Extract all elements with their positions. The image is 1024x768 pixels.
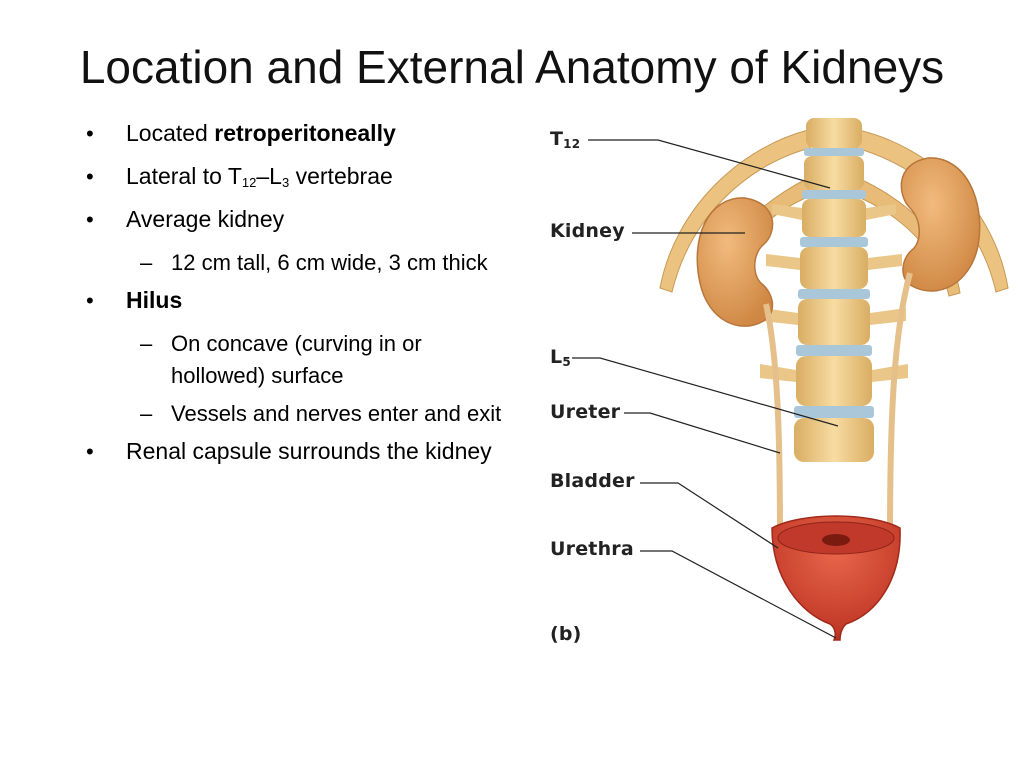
subscript: 12 — [241, 175, 257, 190]
dash-icon: – — [140, 250, 153, 275]
slide-title: Location and External Anatomy of Kidneys — [79, 41, 945, 93]
vertebral-column — [760, 118, 908, 462]
label-l5: L5 — [550, 346, 571, 368]
label-t12: T12 — [550, 128, 580, 150]
bullet-bold-text: retroperitoneally — [214, 120, 396, 146]
bullet-icon: • — [86, 164, 94, 189]
bullet-bold-text: Hilus — [126, 287, 183, 313]
dash-icon: – — [140, 331, 153, 356]
bullet-text: Located — [126, 120, 215, 146]
bullet-item: • Renal capsule surrounds the kidney — [84, 436, 504, 467]
bullet-list: • Located retroperitoneally • Lateral to… — [84, 118, 504, 479]
bullet-text: Lateral to T — [126, 163, 242, 189]
left-kidney — [696, 197, 774, 327]
sub-bullet-item: – On concave (curving in or hollowed) su… — [84, 328, 504, 392]
dash-icon: – — [140, 401, 153, 426]
bullet-item: • Average kidney — [84, 204, 504, 235]
leader-lines — [572, 139, 839, 639]
label-urethra: Urethra — [550, 538, 634, 560]
bullet-icon: • — [86, 207, 94, 232]
label-t12-sub: 12 — [563, 137, 581, 151]
bullet-item: • Located retroperitoneally — [84, 118, 504, 149]
label-l5-sub: 5 — [562, 355, 571, 369]
label-ureter: Ureter — [550, 401, 621, 423]
bullet-text: Average kidney — [126, 206, 285, 232]
bullet-icon: • — [86, 121, 94, 146]
label-panel-b: (b) — [550, 623, 582, 645]
sub-bullet-item: – 12 cm tall, 6 cm wide, 3 cm thick — [84, 247, 504, 279]
label-kidney: Kidney — [550, 220, 625, 242]
label-l5-letter: L — [550, 346, 563, 368]
subscript: 3 — [281, 175, 290, 190]
bullet-item: • Hilus — [84, 285, 504, 316]
sub-bullet-item: – Vessels and nerves enter and exit — [84, 398, 504, 430]
bullet-icon: • — [86, 439, 94, 464]
label-bladder: Bladder — [550, 470, 635, 492]
left-rib — [659, 129, 811, 293]
urinary-system-figure: T12 Kidney L5 Ureter Bladder Urethra (b) — [540, 108, 1024, 668]
bullet-text: vertebrae — [289, 163, 393, 189]
bullet-text: Renal capsule surrounds the kidney — [126, 438, 492, 464]
urinary-system-illustration — [572, 118, 1009, 641]
bullet-icon: • — [86, 288, 94, 313]
right-ureter — [887, 272, 913, 539]
sub-bullet-text: On concave (curving in or hollowed) surf… — [171, 331, 422, 388]
bullet-item: • Lateral to T12–L3 vertebrae — [84, 161, 504, 192]
left-ureter — [763, 303, 783, 539]
sub-bullet-text: Vessels and nerves enter and exit — [171, 401, 502, 426]
label-t12-letter: T — [550, 128, 564, 150]
sub-bullet-text: 12 cm tall, 6 cm wide, 3 cm thick — [171, 250, 488, 275]
bullet-text: –L — [256, 163, 282, 189]
